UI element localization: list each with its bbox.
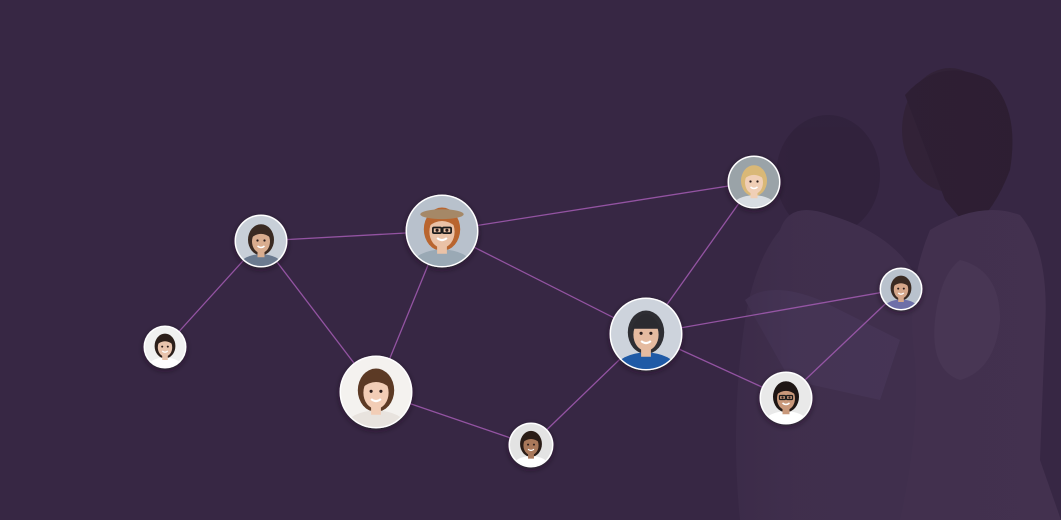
man-beard-avatar[interactable] (234, 214, 288, 277)
connection-line-woman-hat-glasses-man-beanie (441, 230, 647, 335)
woman-dark-hair-avatar[interactable] (143, 325, 187, 376)
connection-line-woman-hat-glasses-woman-blonde (441, 181, 755, 232)
woman-hat-glasses-avatar[interactable] (405, 194, 479, 282)
avatar-nodes (143, 155, 923, 476)
man-beanie-avatar[interactable] (609, 297, 683, 385)
woman-smile-avatar[interactable] (339, 355, 413, 443)
connection-line-man-beanie-man-right (645, 288, 902, 335)
woman-glasses-avatar[interactable] (759, 371, 813, 434)
man-short-hair-avatar[interactable] (508, 422, 554, 476)
man-casual-avatar[interactable] (879, 267, 923, 318)
woman-blonde-avatar[interactable] (727, 155, 781, 218)
